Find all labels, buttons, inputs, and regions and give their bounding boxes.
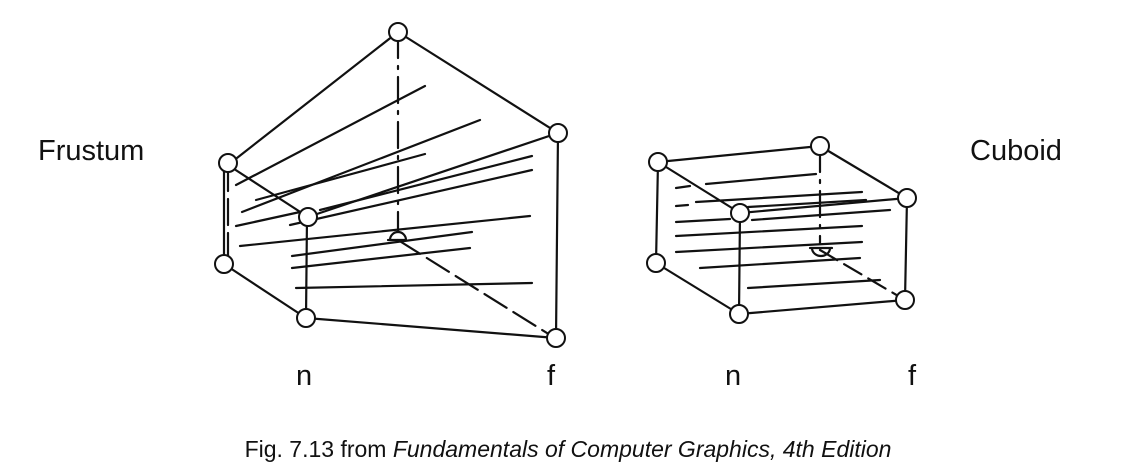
frustum-edge — [226, 30, 400, 167]
frustum-sample-line — [318, 154, 534, 212]
frustum-vertex — [546, 328, 566, 348]
cuboid-label: Cuboid — [970, 135, 1062, 167]
frustum-vertex — [296, 308, 316, 328]
cuboid-edge — [738, 196, 909, 215]
frustum-sample-line — [234, 84, 427, 187]
frustum-hidden-edge — [396, 238, 557, 340]
cuboid-vertex — [895, 290, 915, 310]
cuboid-edge — [654, 261, 741, 316]
frustum-vertex — [214, 254, 234, 274]
cuboid-sample-line — [674, 217, 732, 224]
frustum-sample-line — [294, 281, 534, 290]
cuboid-vertex — [729, 304, 749, 324]
cuboid-center-marker — [810, 247, 832, 258]
frustum-sample-line — [290, 246, 472, 270]
frustum-edge — [554, 131, 560, 340]
frustum-edge — [304, 316, 558, 340]
cuboid-sample-line — [750, 208, 892, 222]
cuboid-vertex — [646, 253, 666, 273]
frustum-far-label: f — [547, 360, 556, 392]
cuboid-far-label: f — [908, 360, 917, 392]
figure-caption: Fig. 7.13 from Fundamentals of Computer … — [0, 436, 1136, 463]
cuboid-vertices — [646, 136, 917, 324]
frustum-sample-line — [234, 210, 302, 228]
cuboid-shape — [654, 144, 909, 316]
frustum-sample-line — [238, 214, 532, 248]
cuboid-sample-line — [674, 184, 692, 190]
frustum-center-marker — [388, 230, 408, 241]
frustum-vertex — [298, 207, 318, 227]
cuboid-sample-line — [704, 172, 818, 186]
frustum-edge — [396, 30, 560, 135]
frustum-vertices — [214, 22, 568, 348]
frustum-edge — [304, 215, 309, 320]
frustum-vertex — [218, 153, 238, 173]
frustum-label: Frustum — [38, 135, 145, 167]
frustum-vertex — [548, 123, 568, 143]
cuboid-sample-line — [674, 224, 864, 238]
cuboid-edge — [818, 144, 909, 200]
cuboid-sample-line — [674, 240, 864, 254]
cuboid-vertex — [897, 188, 917, 208]
cuboid-edge — [656, 160, 742, 215]
frustum-shape — [222, 30, 560, 340]
frustum-edge — [222, 262, 308, 320]
cuboid-sample-line — [746, 278, 882, 290]
cuboid-edge — [654, 160, 660, 265]
frustum-sample-line — [240, 118, 482, 214]
cuboid-hidden-edge — [818, 248, 907, 302]
frustum-sample-line — [288, 168, 534, 227]
caption-prefix: Fig. 7.13 from — [244, 436, 393, 462]
caption-book-title: Fundamentals of Computer Graphics, 4th E… — [392, 436, 892, 462]
cuboid-sample-line — [746, 198, 868, 209]
cuboid-sample-line — [674, 203, 690, 208]
cuboid-sample-line — [698, 256, 862, 270]
frustum-sample-line — [254, 152, 427, 202]
frustum-edge — [226, 163, 310, 219]
cuboid-vertex — [648, 152, 668, 172]
cuboid-vertex — [730, 203, 750, 223]
cuboid-edge — [737, 211, 742, 316]
cuboid-near-label: n — [725, 360, 742, 392]
frustum-vertex — [388, 22, 408, 42]
cuboid-edge — [656, 144, 822, 164]
cuboid-edge — [903, 196, 909, 302]
frustum-sample-line — [290, 230, 474, 258]
cuboid-sample-line — [694, 190, 864, 204]
cuboid-vertex — [810, 136, 830, 156]
frustum-near-label: n — [296, 360, 313, 392]
cuboid-edge — [737, 298, 907, 316]
